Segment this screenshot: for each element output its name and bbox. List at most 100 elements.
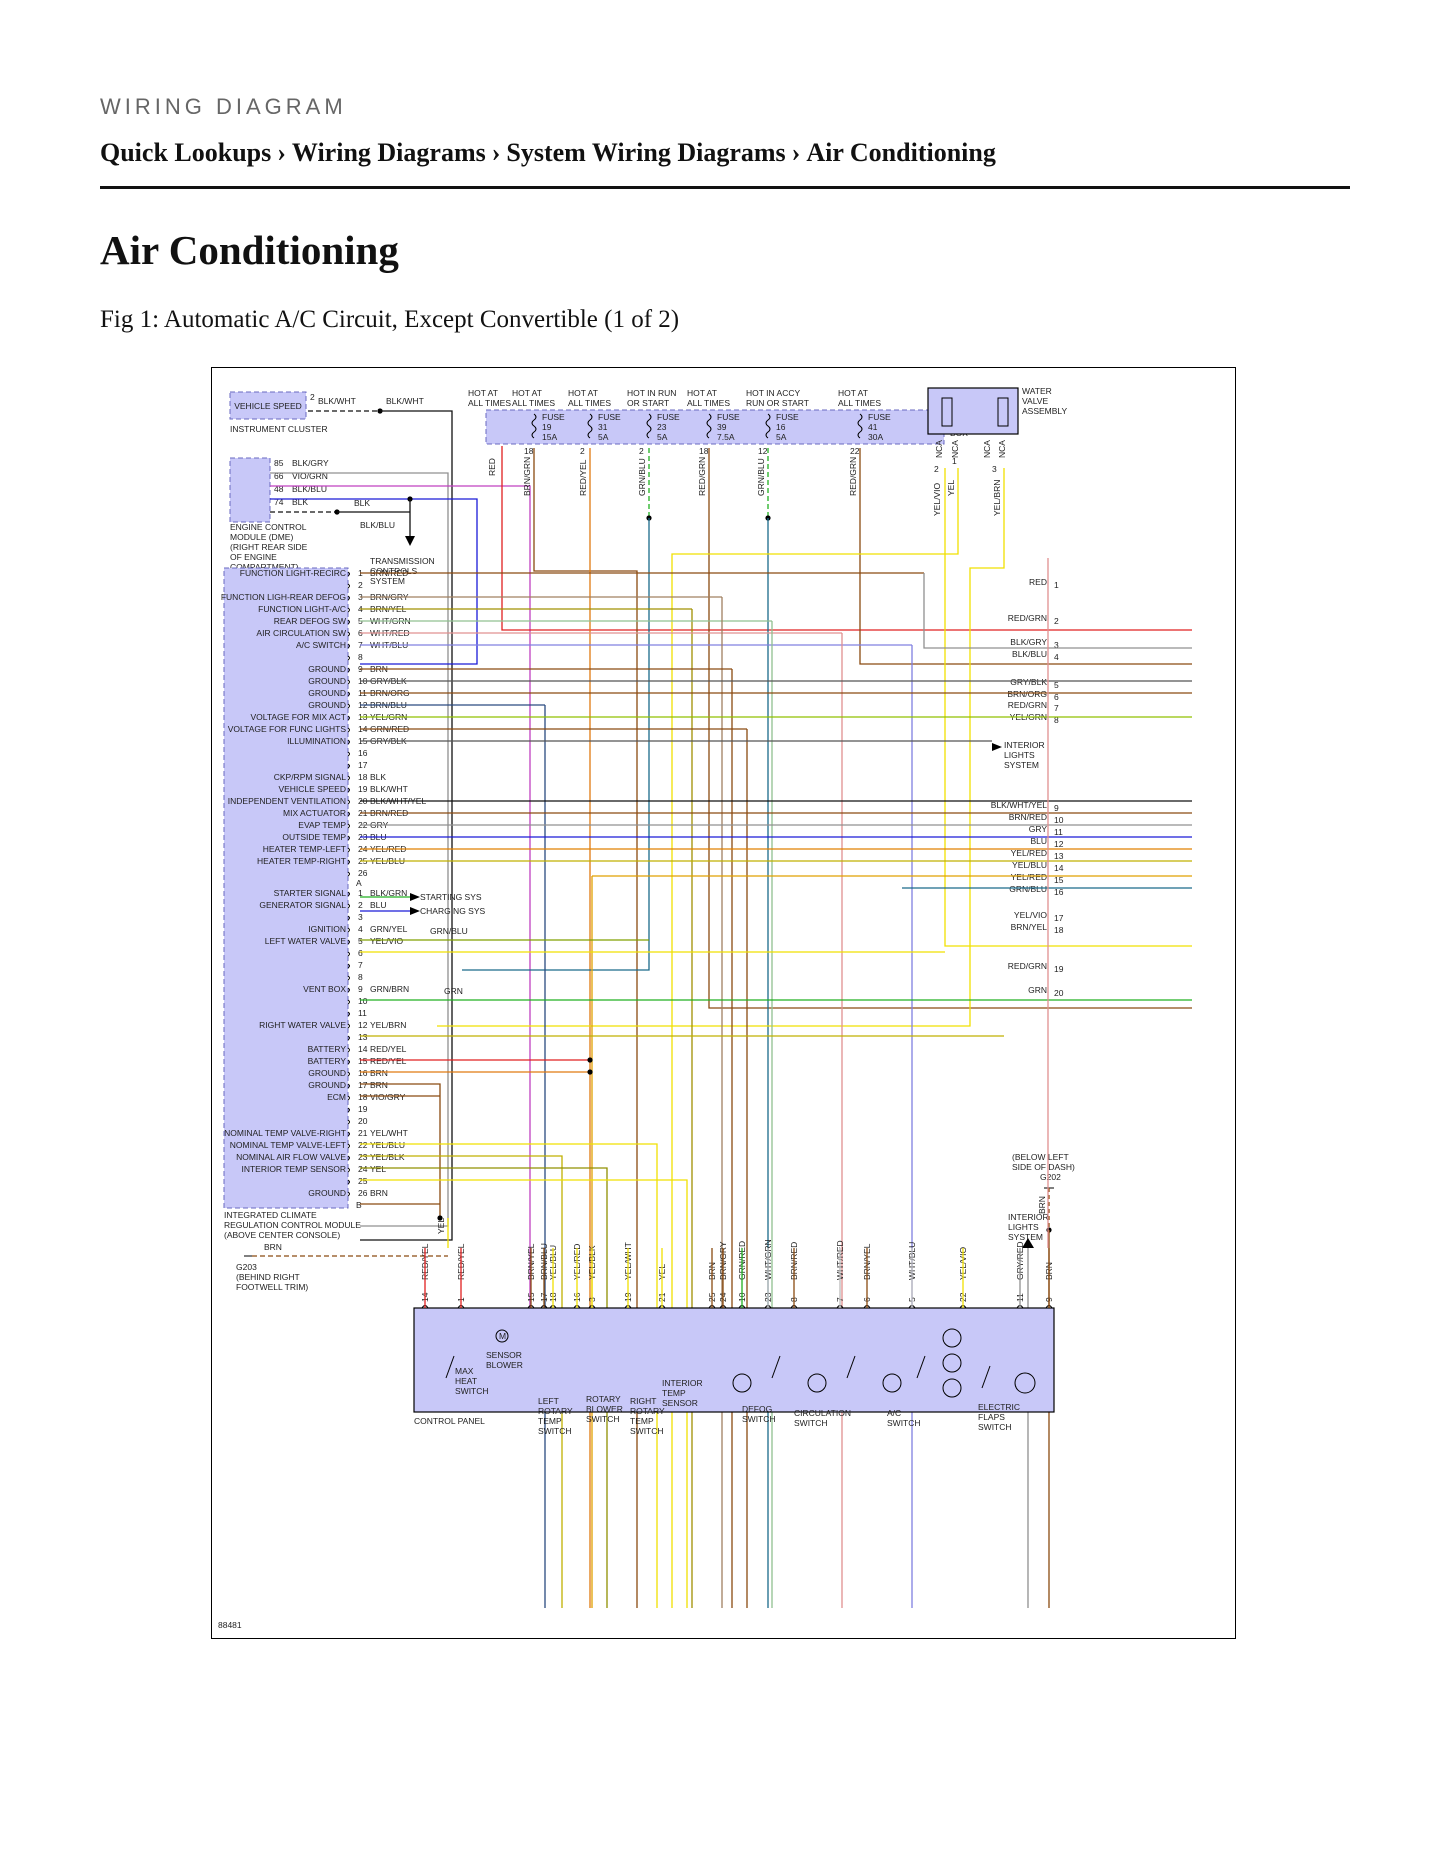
right-rotary-label: SWITCH xyxy=(630,1426,664,1436)
iccm-function: MIX ACTUATOR xyxy=(283,808,346,818)
wire-label: YEL/VIO xyxy=(370,936,403,946)
iccm-function: VOLTAGE FOR MIX ACT xyxy=(250,712,346,722)
ecm-label: OF ENGINE xyxy=(230,552,277,562)
hot-label: HOT AT xyxy=(468,388,498,398)
connector-mark xyxy=(347,1023,350,1029)
iccm-function: VENT BOX xyxy=(303,984,346,994)
wire-label: RED xyxy=(487,458,497,476)
g203-location: FOOTWELL TRIM) xyxy=(236,1282,308,1292)
wire-yel-vio xyxy=(944,468,1192,947)
iccm-function: FUNCTION LIGHT-A/C xyxy=(258,604,346,614)
right-side-number: 14 xyxy=(1054,863,1064,873)
connector-mark xyxy=(347,691,350,697)
hot-label: ALL TIMES xyxy=(512,398,555,408)
fuse-number: 41 xyxy=(868,422,878,432)
fuse-number: 19 xyxy=(542,422,552,432)
wire-label: YEL/WHT xyxy=(370,1128,408,1138)
iccm-function: GROUND xyxy=(308,1080,346,1090)
iccm-function: NOMINAL AIR FLOW VALVE xyxy=(236,1152,346,1162)
tcs-arrow xyxy=(405,536,415,546)
connector-mark xyxy=(347,1095,350,1101)
wire-label: RED/YEL xyxy=(370,1056,407,1066)
connector-mark xyxy=(347,871,350,877)
iccm-pin: 18 xyxy=(358,772,368,782)
electric-flaps-label: SWITCH xyxy=(978,1422,1012,1432)
iccm-function: NOMINAL TEMP VALVE-LEFT xyxy=(230,1140,346,1150)
right-wire-label: GRY xyxy=(1029,824,1048,834)
iccm-pin: 5 xyxy=(358,936,363,946)
right-rotary-label: RIGHT xyxy=(630,1396,656,1406)
iccm-function: GROUND xyxy=(308,664,346,674)
right-rotary-label: ROTARY xyxy=(630,1406,665,1416)
right-side-number: 2 xyxy=(1054,616,1059,626)
right-side-number: 4 xyxy=(1054,652,1059,662)
iccm-function: GENERATOR SIGNAL xyxy=(259,900,346,910)
connector-mark xyxy=(347,903,350,909)
wire-label: BLK/WHT xyxy=(386,396,424,406)
defog-switch-label: SWITCH xyxy=(742,1414,776,1424)
right-wire-label: RED xyxy=(1029,577,1047,587)
wire-label: YEL xyxy=(946,480,956,496)
iccm-function: GROUND xyxy=(308,1068,346,1078)
right-wire-label: BLU xyxy=(1030,836,1047,846)
right-wire-label: GRY/BLK xyxy=(1010,677,1047,687)
right-side-number: 7 xyxy=(1054,703,1059,713)
nca-label: NCA xyxy=(950,440,960,458)
fuse-amp: 5A xyxy=(598,432,609,442)
g203-label: G203 xyxy=(236,1262,257,1272)
water-valve-label: ASSEMBLY xyxy=(1022,406,1068,416)
fuse-pin: 12 xyxy=(758,446,768,456)
wire-yel-blu-a22 xyxy=(360,1155,563,1608)
interior-temp-label: TEMP xyxy=(662,1388,686,1398)
iccm-pin: 10 xyxy=(358,996,368,1006)
wire-label: YEL/BLU xyxy=(370,1140,405,1150)
iccm-pin: 1 xyxy=(358,888,363,898)
right-side-number: 1 xyxy=(1054,580,1059,590)
connector-mark xyxy=(347,619,350,625)
wire-label: BRN xyxy=(370,1080,388,1090)
switch-contact xyxy=(981,1365,991,1389)
wire-label: BLU xyxy=(370,900,387,910)
starting-arrow xyxy=(410,893,420,901)
integrated-climate-module xyxy=(223,567,349,1209)
iccm-pin: 2 xyxy=(358,580,363,590)
sensor-blower-label: SENSOR xyxy=(486,1350,522,1360)
iccm-pin: 21 xyxy=(358,1128,368,1138)
switch-contact xyxy=(846,1355,856,1379)
iccm-pin: 17 xyxy=(358,1080,368,1090)
connector-mark xyxy=(347,631,350,637)
connector-mark xyxy=(347,1155,350,1161)
fuse-amp: 7.5A xyxy=(717,432,735,442)
right-wire-label: YEL/BLU xyxy=(1012,860,1047,870)
fuse-name: FUSE xyxy=(776,412,799,422)
connector-mark xyxy=(347,847,350,853)
breadcrumb-item-1[interactable]: Quick Lookups xyxy=(100,138,272,167)
breadcrumb-item-4[interactable]: Air Conditioning xyxy=(806,138,996,167)
connector-mark xyxy=(347,1107,350,1113)
fuse-pin: 2 xyxy=(580,446,585,456)
breadcrumb-item-2[interactable]: Wiring Diagrams xyxy=(291,138,486,167)
wire-label: BLK xyxy=(370,772,386,782)
iccm-function: INTERIOR TEMP SENSOR xyxy=(241,1164,346,1174)
connector-mark xyxy=(347,999,350,1005)
figure-id: 88481 xyxy=(218,1620,242,1630)
iccm-function: A/C SWITCH xyxy=(296,640,346,650)
connector-mark xyxy=(347,571,350,577)
connector-mark xyxy=(347,835,350,841)
iccm-function: STARTER SIGNAL xyxy=(274,888,347,898)
splice-dot xyxy=(407,496,413,502)
splice-dot xyxy=(437,1215,443,1221)
hot-label: ALL TIMES xyxy=(838,398,881,408)
hot-label: HOT AT xyxy=(512,388,542,398)
right-wire-label: YEL/RED xyxy=(1011,848,1047,858)
figure-caption: Fig 1: Automatic A/C Circuit, Except Con… xyxy=(100,306,680,333)
breadcrumb-item-3[interactable]: System Wiring Diagrams xyxy=(506,138,786,167)
iccm-function: GROUND xyxy=(308,1188,346,1198)
wire-red xyxy=(501,446,1192,631)
connector-mark xyxy=(347,1167,350,1173)
max-heat-switch-label: MAX xyxy=(455,1366,474,1376)
ac-switch-label: SWITCH xyxy=(887,1418,921,1428)
wire-label: BRN xyxy=(264,1242,282,1252)
connector-mark xyxy=(347,751,350,757)
